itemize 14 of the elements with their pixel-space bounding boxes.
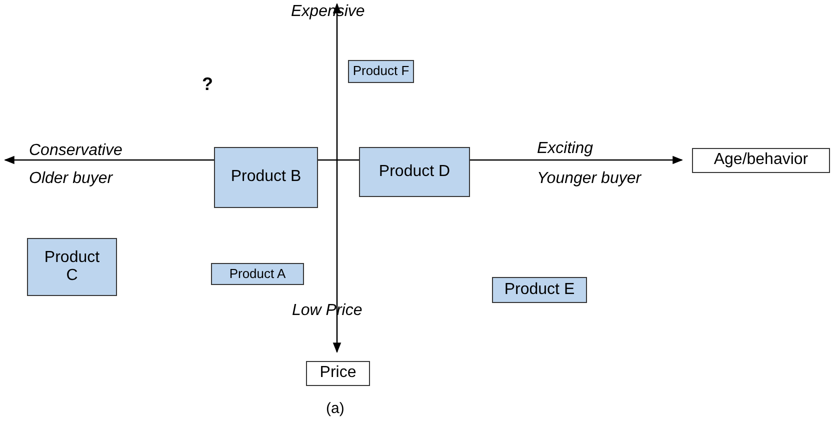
axis-label: Younger buyer <box>537 170 642 188</box>
axis-title-box: Price <box>306 361 370 386</box>
axis-label: Conservative <box>29 142 122 160</box>
product-box: Product C <box>27 238 117 296</box>
product-box: Product F <box>348 60 414 83</box>
caption: (a) <box>326 400 344 417</box>
product-box: Product B <box>214 147 318 208</box>
product-box: Product A <box>211 263 304 285</box>
axis-label: Exciting <box>537 140 594 158</box>
axis-title-box: Age/behavior <box>692 148 830 173</box>
axis-label: Older buyer <box>29 170 113 188</box>
question-mark: ? <box>202 74 213 95</box>
product-box: Product D <box>359 147 470 197</box>
product-box: Product E <box>492 277 587 303</box>
